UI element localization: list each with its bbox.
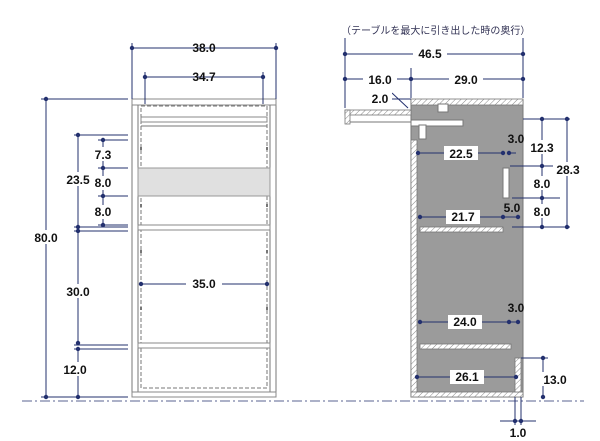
side-view: （テーブルを最大に引き出した時の奥行） 46.5 16: [341, 24, 583, 440]
upper-shelf-offset-label: 5.0: [504, 201, 521, 215]
side-bottom-board: [410, 391, 524, 398]
shelf-width-label: 35.0: [192, 277, 216, 291]
table-runner: [410, 119, 464, 127]
outer-width-label: 38.0: [192, 41, 216, 55]
upper-side-shelf: [419, 226, 504, 233]
table-thickness-label: 2.0: [372, 92, 389, 106]
max-depth-label: 46.5: [418, 47, 442, 61]
cabinet-outline: [131, 98, 277, 398]
total-height-label: 80.0: [34, 231, 58, 245]
table-extension-label: 16.0: [368, 73, 392, 87]
upper-shelf-depth-label: 21.7: [451, 210, 475, 224]
top-gap-label: 7.3: [95, 148, 112, 162]
drawer-gap-label: 8.0: [95, 205, 112, 219]
table-strip: [140, 116, 268, 123]
side-body: [410, 99, 524, 398]
table-front-lip: [344, 109, 351, 125]
right-height-label: 28.3: [556, 163, 580, 177]
hidden-table-outline: [140, 105, 268, 389]
shelf-pins: [140, 147, 268, 310]
body-depth-label: 29.0: [454, 73, 478, 87]
top-step-label: 12.3: [530, 141, 554, 155]
table-stopper: [418, 124, 427, 140]
middle-section-label: 30.0: [66, 285, 90, 299]
front-foot: [514, 357, 522, 393]
table-hinge: [437, 103, 449, 113]
drawer-slot: [502, 167, 510, 199]
pulled-out-table: [344, 109, 412, 116]
drawer-front: [137, 167, 271, 197]
middle-shelf: [137, 224, 271, 231]
middle-slot-label: 3.0: [508, 301, 525, 315]
top-inner-depth-label: 22.5: [449, 147, 473, 161]
top-board: [131, 98, 277, 106]
bottom-section-label: 12.0: [63, 363, 87, 377]
bottom-depth-label: 26.1: [455, 370, 479, 384]
side-back-panel: [410, 139, 418, 393]
base-height-label: 13.0: [543, 373, 567, 387]
lower-gap-label: 8.0: [534, 205, 551, 219]
side-top-board: [410, 98, 524, 106]
top-slot-label: 3.0: [508, 132, 525, 146]
inner-width-label: 34.7: [192, 70, 216, 84]
lower-shelf: [137, 342, 271, 349]
bottom-board: [131, 391, 277, 398]
upper-section-label: 23.5: [66, 173, 90, 187]
lower-side-shelf: [419, 343, 512, 350]
max-depth-note: （テーブルを最大に引き出した時の奥行）: [341, 24, 530, 37]
foot-width-label: 1.0: [510, 426, 527, 440]
front-view: 38.0 34.7 35.0 80.0 23.5 30.0: [30, 41, 279, 400]
middle-shelf-depth-label: 24.0: [453, 315, 477, 329]
drawer-height-label: 8.0: [95, 176, 112, 190]
upper-gap-label: 8.0: [534, 177, 551, 191]
